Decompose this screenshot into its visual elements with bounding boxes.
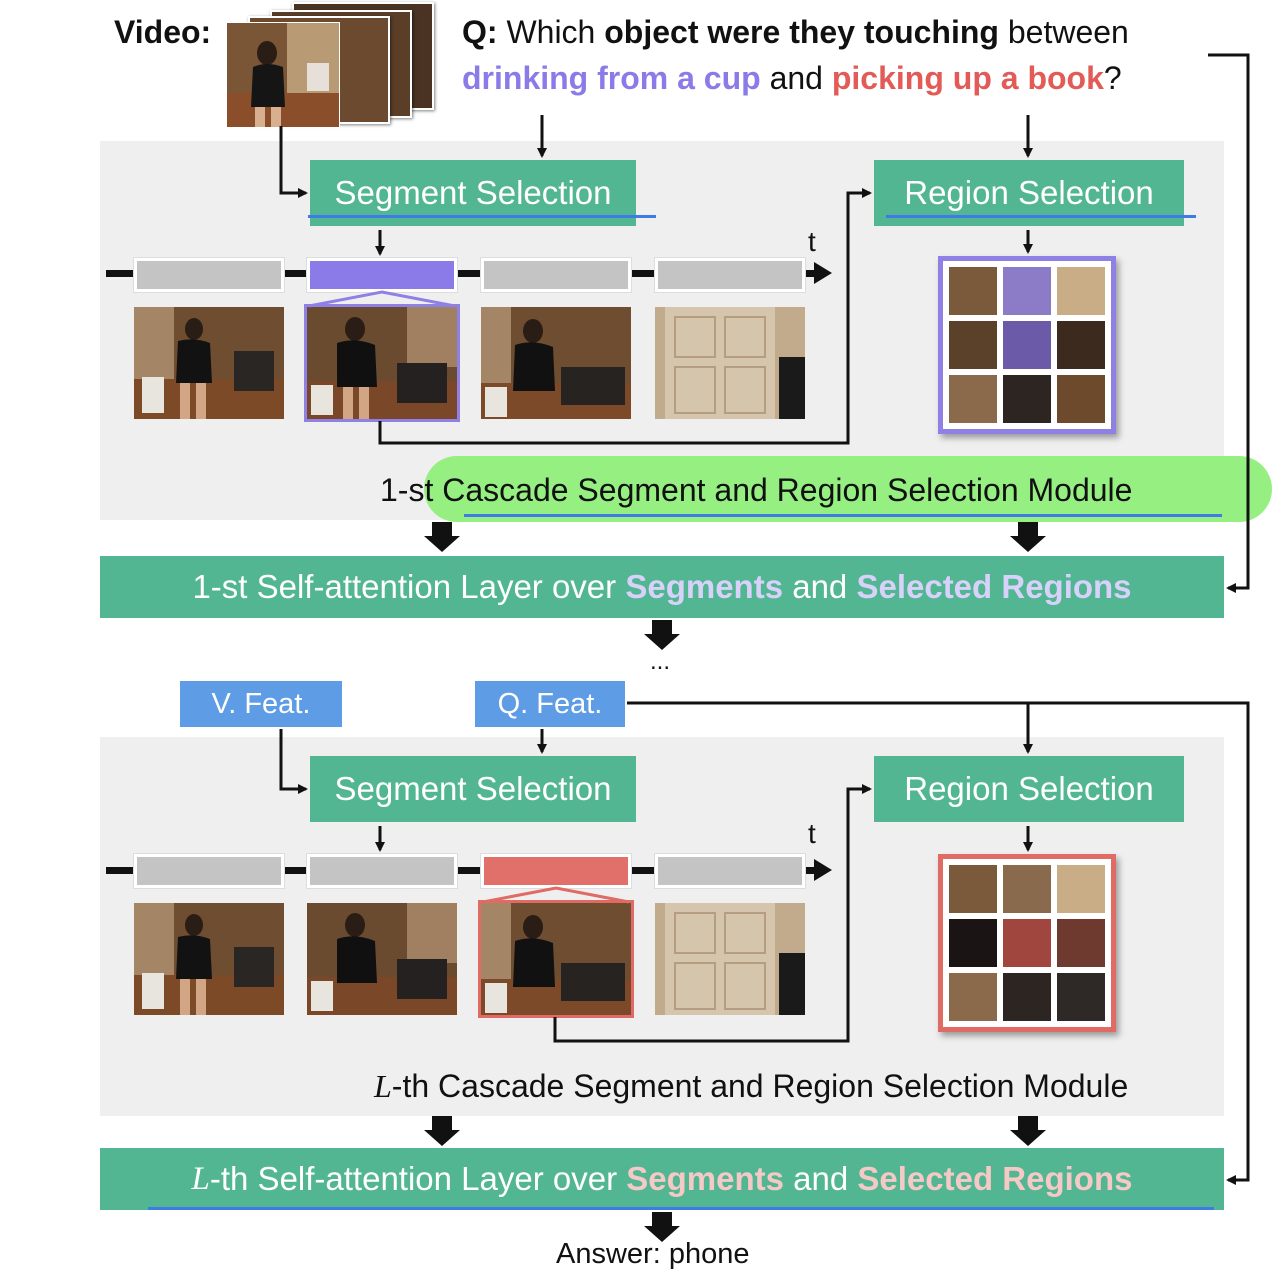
block-arrow-layer1-down	[644, 620, 680, 650]
moduleL-region-cell-4	[949, 919, 997, 967]
module1-label-highlight	[424, 456, 1272, 522]
question-and: and	[769, 60, 823, 96]
layerL-regions: Selected Regions	[857, 1160, 1133, 1197]
module1-region-cell-6	[1057, 321, 1105, 369]
layerL-and: and	[793, 1160, 849, 1197]
moduleL-timeline-axis	[106, 867, 818, 874]
moduleL-region-cell-5	[1003, 919, 1051, 967]
module1-segment-underline	[308, 215, 656, 218]
arrow-frame-to-reg1	[378, 188, 872, 445]
video-frame-front	[226, 22, 340, 128]
moduleL-region-cell-6	[1057, 919, 1105, 967]
module1-region-cell-1	[949, 267, 997, 315]
question-event1: drinking from a cup	[462, 60, 761, 96]
layerL-bar: L-th Self-attention Layer over Segments …	[100, 1148, 1224, 1210]
layer1-regions: Selected Regions	[856, 568, 1132, 605]
moduleL-segment-bar-4	[655, 854, 805, 888]
module1-label-underline	[464, 514, 1222, 517]
layerL-prefix: -th Self-attention Layer over	[209, 1160, 618, 1197]
moduleL-region-cell-2	[1003, 865, 1051, 913]
moduleL-segment-selection: Segment Selection	[310, 756, 636, 822]
layer1-and: and	[792, 568, 848, 605]
moduleL-region-cell-7	[949, 973, 997, 1021]
module1-timeline-axis	[106, 270, 818, 277]
moduleL-timeline-arrowhead	[814, 859, 832, 881]
module1-segment-bar-1	[134, 258, 284, 292]
module1-region-cell-2	[1003, 267, 1051, 315]
module1-region-cell-5	[1003, 321, 1051, 369]
module1-timeline-arrowhead	[814, 262, 832, 284]
moduleL-time-label: t	[808, 818, 816, 849]
block-arrow-modL-left	[424, 1116, 460, 1146]
arrow-vfeat-to-segL	[279, 729, 308, 794]
module1-region-cell-4	[949, 321, 997, 369]
moduleL-segment-bar-1	[134, 854, 284, 888]
layerL-underline	[148, 1207, 1214, 1210]
arrow-frameL-to-regL	[553, 784, 872, 1043]
arrow-q-to-layer1	[1208, 53, 1250, 593]
layer1-prefix: 1-st Self-attention Layer over	[192, 568, 617, 605]
module1-time-label: t	[808, 226, 816, 257]
module1-segment-bar-2	[307, 258, 457, 292]
arrow-qfeat-to-regL	[627, 701, 1033, 754]
module1-segment-bar-4	[655, 258, 805, 292]
moduleL-label-var: L	[374, 1068, 392, 1104]
module1-label: 1-st Cascade Segment and Region Selectio…	[380, 472, 1133, 508]
video-frame-stack	[226, 2, 434, 128]
moduleL-region-cell-1	[949, 865, 997, 913]
moduleL-projection-lines	[482, 886, 630, 904]
module1-frame-2	[304, 304, 460, 422]
block-arrow-modL-right	[1010, 1116, 1046, 1146]
module1-region-cell-7	[949, 375, 997, 423]
layer1-bar: 1-st Self-attention Layer over Segments …	[100, 556, 1224, 618]
question-end: ?	[1103, 60, 1122, 96]
arrow-qfeat-to-layerL	[1028, 701, 1250, 1185]
v-feat-box: V. Feat.	[180, 681, 342, 727]
question-part2: between	[1007, 14, 1129, 50]
module1-frame-1	[134, 307, 284, 419]
module1-region-cell-9	[1057, 375, 1105, 423]
module1-segment-bar-3	[481, 258, 631, 292]
module1-frame-4	[655, 307, 805, 419]
question-line-2: drinking from a cup and picking up a boo…	[462, 60, 1122, 97]
question-part1: Which	[506, 14, 596, 50]
ellipsis: ...	[650, 648, 671, 675]
block-arrow-mod1-right	[1010, 522, 1046, 552]
moduleL-label: L-th Cascade Segment and Region Selectio…	[374, 1068, 1128, 1105]
moduleL-label-rest: -th Cascade Segment and Region Selection…	[391, 1068, 1129, 1104]
moduleL-region-cell-8	[1003, 973, 1051, 1021]
question-bold1: object were they touching	[604, 14, 999, 50]
moduleL-region-selection: Region Selection	[874, 756, 1184, 822]
moduleL-frame-3	[478, 900, 634, 1018]
layerL-segments: Segments	[626, 1160, 784, 1197]
module1-region-underline	[886, 215, 1196, 218]
arrow-video-to-seg1	[279, 126, 308, 198]
module1-projection-lines	[308, 290, 456, 308]
module1-region-cell-8	[1003, 375, 1051, 423]
answer-text: Answer: phone	[556, 1238, 750, 1270]
question-prefix: Q:	[462, 14, 498, 50]
block-arrow-mod1-left	[424, 522, 460, 552]
module1-frame-3	[481, 307, 631, 419]
video-label: Video:	[114, 14, 212, 50]
moduleL-frame-1	[134, 903, 284, 1015]
layerL-var: L	[191, 1160, 210, 1197]
moduleL-frame-4	[655, 903, 805, 1015]
question-event2: picking up a book	[831, 60, 1104, 96]
block-arrow-answer	[644, 1212, 680, 1242]
moduleL-region-grid	[938, 854, 1116, 1032]
moduleL-region-cell-9	[1057, 973, 1105, 1021]
moduleL-frame-2	[307, 903, 457, 1015]
layer1-segments: Segments	[625, 568, 784, 605]
q-feat-box: Q. Feat.	[475, 681, 625, 727]
module1-region-grid	[938, 256, 1116, 434]
module1-region-cell-3	[1057, 267, 1105, 315]
question-line-1: Q: Which object were they touching betwe…	[462, 14, 1129, 51]
moduleL-region-cell-3	[1057, 865, 1105, 913]
moduleL-segment-bar-2	[307, 854, 457, 888]
